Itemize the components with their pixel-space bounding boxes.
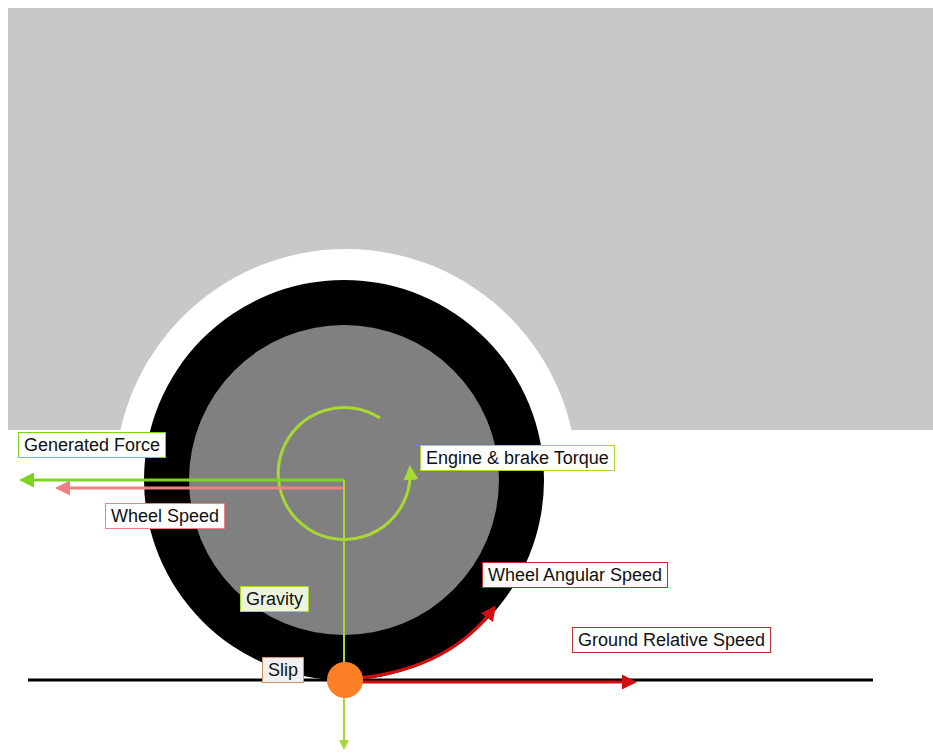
slip-label: Slip — [262, 657, 304, 683]
label-text: Slip — [268, 659, 298, 681]
gravity-arrow — [343, 480, 345, 748]
force-label: Generated Force — [18, 432, 166, 458]
angular-speed-arrow — [360, 608, 494, 678]
label-text: Wheel Speed — [111, 505, 219, 527]
ground-line — [28, 679, 873, 682]
angular-speed-label: Wheel Angular Speed — [482, 562, 668, 588]
slip-point — [327, 662, 363, 698]
wheel-speed-arrow — [58, 487, 344, 490]
gravity-label: Gravity — [240, 586, 309, 612]
label-text: Generated Force — [24, 434, 160, 456]
label-text: Ground Relative Speed — [578, 629, 765, 651]
label-text: Wheel Angular Speed — [488, 564, 662, 586]
label-text: Engine & brake Torque — [426, 447, 609, 469]
ground-speed-arrow — [360, 681, 634, 684]
label-text: Gravity — [246, 588, 303, 610]
torque-label: Engine & brake Torque — [420, 445, 615, 471]
ground-speed-label: Ground Relative Speed — [572, 627, 771, 653]
generated-force-arrow — [22, 479, 344, 482]
speed-label: Wheel Speed — [105, 503, 225, 529]
